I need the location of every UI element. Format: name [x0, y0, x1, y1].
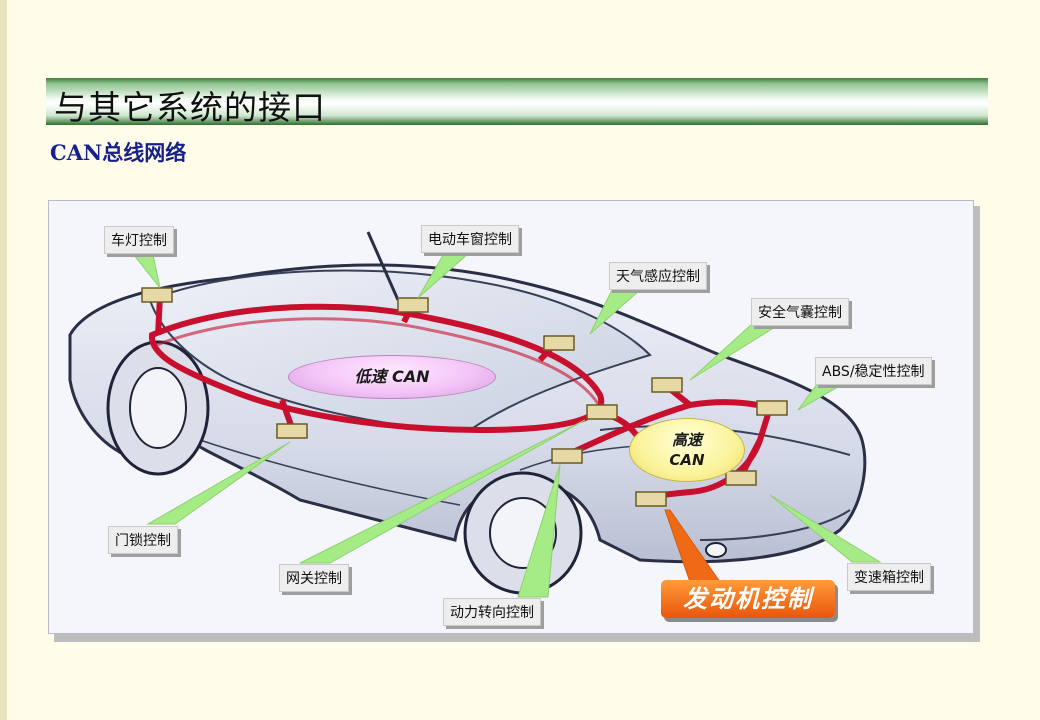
page-title: 与其它系统的接口	[54, 88, 326, 127]
module-gateway	[586, 404, 618, 420]
module-climate	[543, 335, 575, 351]
module-engine	[635, 491, 667, 507]
module-airbag	[651, 377, 683, 393]
tail-lights	[128, 249, 161, 289]
callout-engine: 发动机控制	[661, 580, 835, 618]
page-subtitle: CAN总线网络	[50, 140, 187, 165]
callout-abs: ABS/稳定性控制	[815, 357, 932, 385]
module-transmission	[725, 470, 757, 486]
callout-climate: 天气感应控制	[609, 262, 707, 290]
high-speed-can-line2: CAN	[669, 451, 705, 469]
callout-window: 电动车窗控制	[421, 225, 519, 253]
high-speed-can-label: 高速 CAN	[629, 418, 745, 482]
tail-steering	[517, 463, 561, 598]
module-lights	[141, 287, 173, 303]
tail-door	[146, 441, 291, 525]
callout-lights: 车灯控制	[104, 226, 174, 254]
module-window	[397, 297, 429, 313]
callout-transmission: 变速箱控制	[847, 563, 931, 591]
module-door	[276, 423, 308, 439]
callout-steering: 动力转向控制	[443, 598, 541, 626]
tail-gateway	[299, 419, 586, 564]
callout-airbag: 安全气囊控制	[751, 298, 849, 326]
module-steering	[551, 448, 583, 464]
module-abs	[756, 400, 788, 416]
callout-gateway: 网关控制	[279, 564, 349, 592]
tail-climate	[589, 289, 642, 335]
title-bar: 与其它系统的接口	[46, 78, 988, 127]
high-speed-can-line1: 高速	[671, 431, 702, 449]
callout-door: 门锁控制	[108, 526, 178, 554]
left-edge-strip	[0, 0, 7, 720]
low-speed-can-label: 低速 CAN	[288, 355, 496, 399]
tail-transmission	[769, 494, 882, 563]
